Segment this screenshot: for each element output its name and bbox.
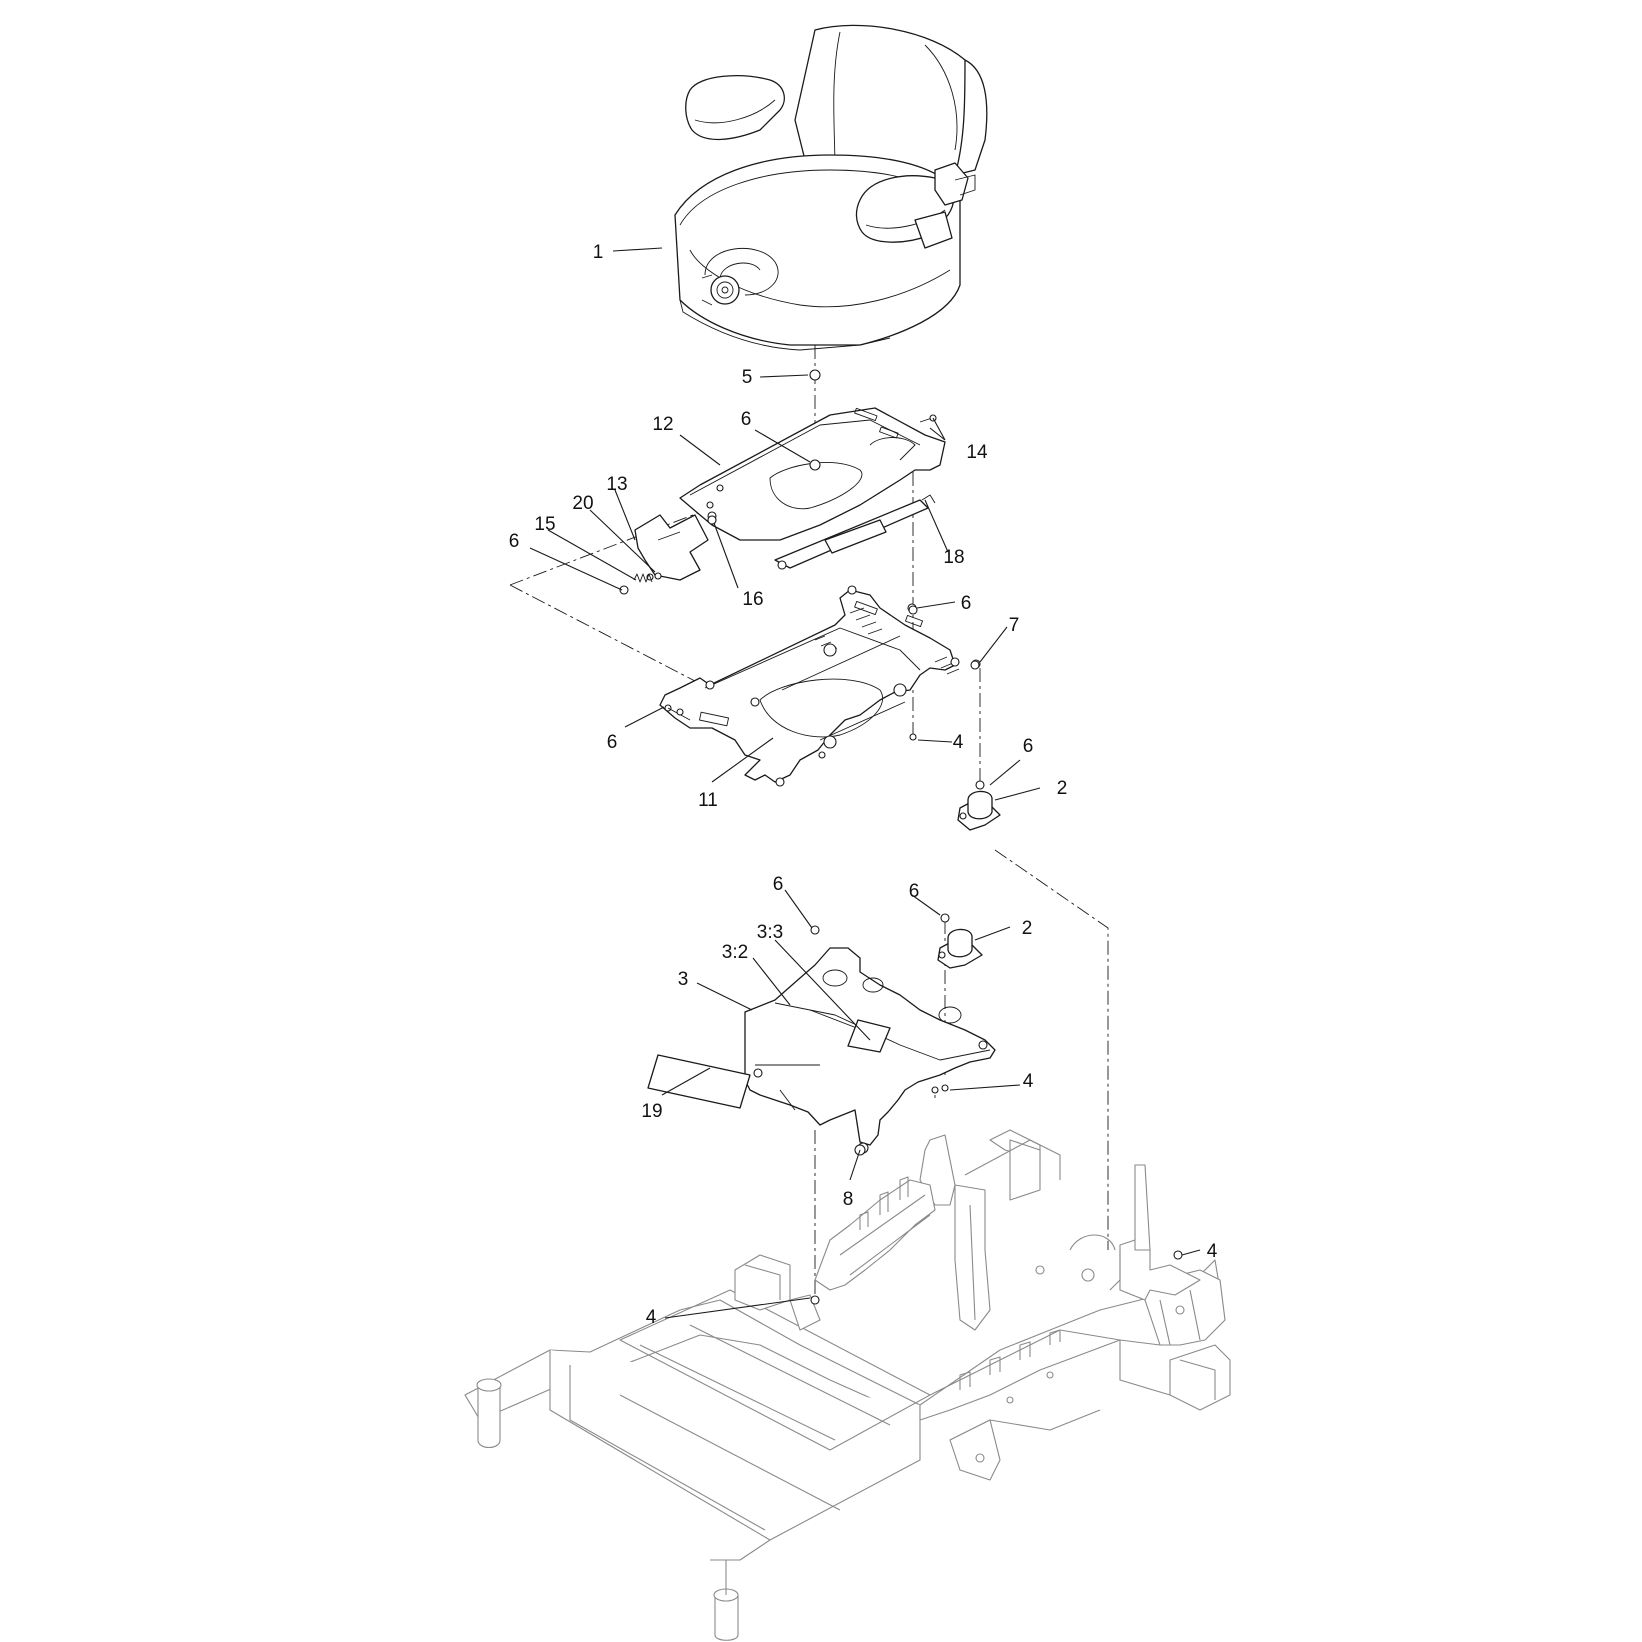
callout-6-plate: 6 xyxy=(961,593,972,614)
callout-15: 15 xyxy=(534,514,555,535)
seat-assembly xyxy=(674,24,988,351)
callout-7: 7 xyxy=(1009,615,1020,636)
callout-3-3: 3:3 xyxy=(757,922,783,943)
callout-16: 16 xyxy=(742,589,763,610)
callout-labels: 1 5 12 6 14 13 20 15 6 16 18 6 7 6 4 11 … xyxy=(509,242,1218,1328)
callout-6-support: 6 xyxy=(773,874,784,895)
callout-20: 20 xyxy=(572,493,593,514)
callout-4-support: 4 xyxy=(1023,1071,1034,1092)
callout-3-2: 3:2 xyxy=(722,942,748,963)
latch-plate xyxy=(619,514,717,595)
hardware-fasteners xyxy=(676,369,1183,1305)
callout-6-latch: 6 xyxy=(509,531,520,552)
callout-4-frame-right: 4 xyxy=(1207,1241,1218,1262)
callout-6-isolator-lower: 6 xyxy=(909,881,920,902)
callout-11: 11 xyxy=(698,790,718,811)
slide-plate-assembly xyxy=(679,407,946,570)
callout-8: 8 xyxy=(843,1189,854,1210)
callout-19: 19 xyxy=(641,1101,662,1122)
callout-5: 5 xyxy=(742,367,753,388)
callout-18: 18 xyxy=(943,547,964,568)
callout-13: 13 xyxy=(606,474,627,495)
mower-chassis-frame xyxy=(464,1129,1231,1641)
callout-1: 1 xyxy=(593,242,604,263)
leader-lines xyxy=(529,247,1201,1319)
callout-6-top: 6 xyxy=(741,409,752,430)
callout-6-isolator: 6 xyxy=(1023,736,1034,757)
callout-3: 3 xyxy=(678,969,689,990)
callout-2-lower: 2 xyxy=(1022,918,1033,939)
seat-mount-plate xyxy=(659,585,981,787)
callout-6-left: 6 xyxy=(607,732,618,753)
isolator-mount-upper xyxy=(957,780,1001,831)
callout-14: 14 xyxy=(966,442,988,463)
callout-12: 12 xyxy=(652,414,673,435)
callout-4-plate: 4 xyxy=(953,732,964,753)
callout-2-upper: 2 xyxy=(1057,778,1068,799)
callout-4-frame-left: 4 xyxy=(646,1307,657,1328)
isolator-mount-lower xyxy=(937,913,983,969)
